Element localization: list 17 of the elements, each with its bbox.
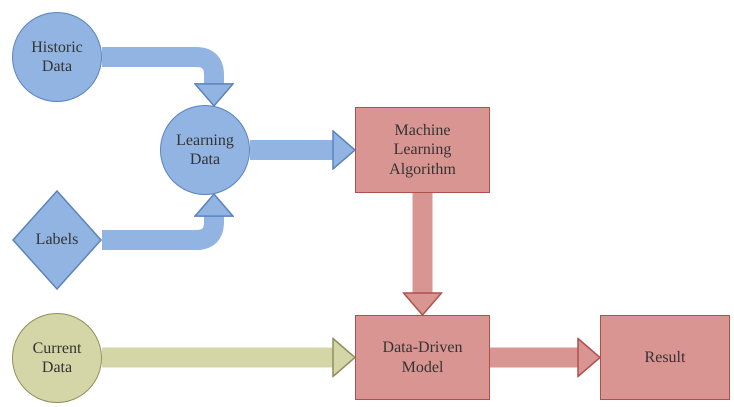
block-arrow [102,47,234,107]
process-box [355,107,490,193]
node-label: Machine Learning Algorithm [388,121,457,179]
node-label: Result [644,348,686,368]
node-label: Data-Driven Model [382,338,464,377]
node-label: Learning Data [175,130,235,170]
block-arrow [402,193,442,316]
block-arrow [102,193,234,250]
diamond-node [12,190,102,290]
block-arrow [250,130,356,170]
process-box [355,315,490,400]
block-arrow [490,338,601,378]
node-label: Labels [36,230,78,250]
block-arrow [102,338,356,378]
node-label: Historic Data [30,38,84,76]
node-label: Current Data [32,338,82,378]
process-box [600,315,730,400]
